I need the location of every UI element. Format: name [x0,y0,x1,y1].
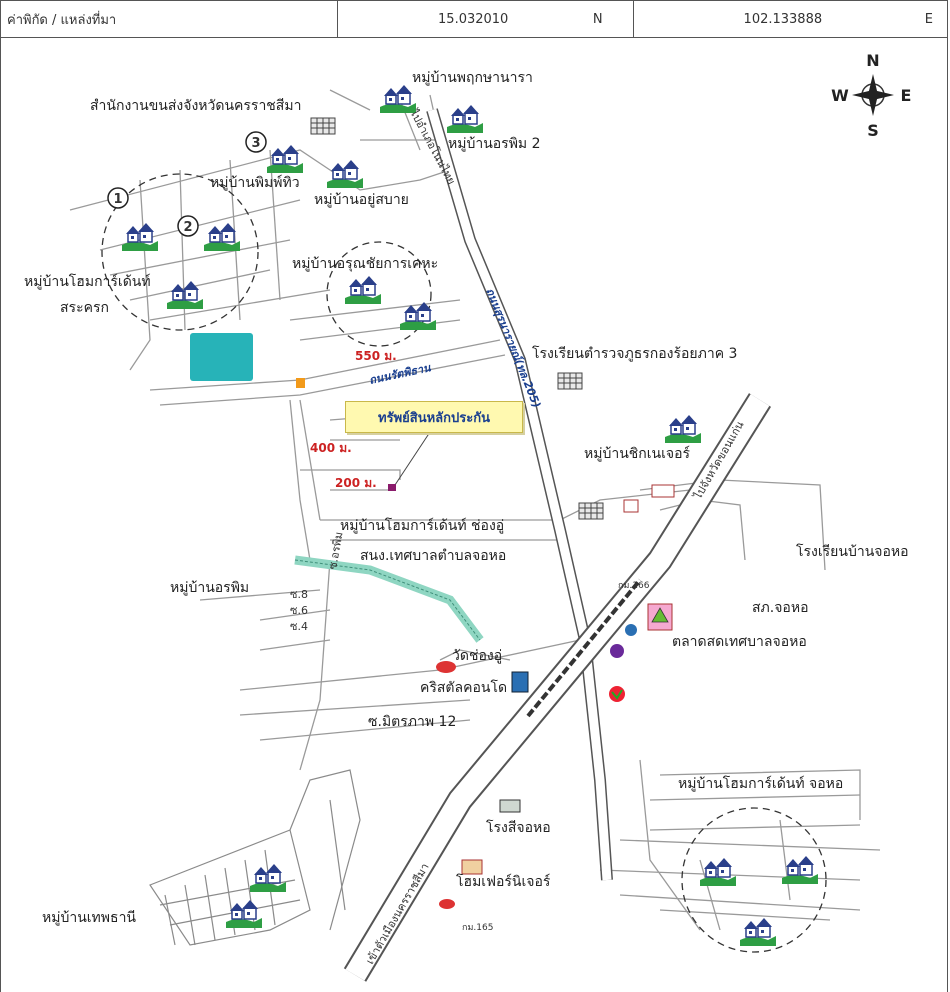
label-school-jh: โรงเรียนบ้านจอหอ [796,543,909,560]
building-icons [296,117,675,909]
label-transport-office: สำนักงานขนส่งจังหวัดนครราชสีมา [90,98,301,114]
label-soi-mitr: ซ.มิตรภาพ 12 [368,714,456,730]
gas-station-icon [609,686,625,702]
label-village-tepthani: หมู่บ้านเทพธานี [42,910,136,926]
label-village-pruksa: หมู่บ้านพฤกษานารา [412,70,533,86]
label-village-pimon: หมู่บ้านพิมพ์ทิว [210,174,300,191]
label-distance-550: 550 ม. [355,349,397,363]
school-icon [651,484,675,498]
canal [294,555,484,643]
label-km-166: กม.166 [618,581,650,591]
map-frame [0,38,948,992]
label-police-jh: สภ.จอหอ [752,600,808,616]
label-distance-200: 200 ม. [335,476,377,490]
label-distance-400: 400 ม. [310,441,352,455]
label-km-165: กม.165 [462,923,493,933]
latitude-direction: N [592,11,603,27]
label-soi-8: ซ.8 [290,588,308,601]
label-village-orapim2: หมู่บ้านอรพิม 2 [448,136,541,152]
house-icons [121,84,819,947]
label-municipal-office: สนง.เทศบาลตำบลจอหอ [360,548,506,564]
label-village-arun: หมู่บ้านอรุณชัยการเคหะ [292,256,438,272]
label-condo: คริสตัลคอนโด [420,679,507,696]
highway-205 [426,108,613,881]
compass-rose: N S E W [831,51,911,140]
header-label: ค่าพิกัด / แหล่งที่มา [1,1,339,37]
latitude-value: 15.032010 [438,11,509,27]
longitude-direction: E [924,11,933,27]
label-soi-4: ซ.4 [290,620,308,633]
label-village-orapim: หมู่บ้านอรพิม [170,580,249,596]
label-village-yoosabai: หมู่บ้านอยู่สบาย [314,192,409,208]
municipal-office-icon [623,499,639,513]
label-road-to-nakhon: เข้าตัวเมืองนครราชสีมา [363,861,431,966]
latitude-cell: 15.032010 N [338,1,634,37]
longitude-cell: 102.133888 E [634,1,947,37]
store-icon [296,378,305,388]
mill-icon [499,799,521,813]
label-police-school: โรงเรียนตำรวจภูธรกองร้อยภาค 3 [532,345,737,362]
label-rice-mill: โรงสีจอหอ [486,819,551,836]
label-village-signature: หมู่บ้านชิกเนเจอร์ [584,445,691,462]
label-furniture: โฮมเฟอร์นิเจอร์ [456,873,551,890]
label-soi-orapim: ซ.อรพิม [326,531,345,571]
longitude-value: 102.133888 [743,11,823,27]
compass-w: W [831,86,849,105]
coordinate-header: ค่าพิกัด / แหล่งที่มา 15.032010 N 102.13… [0,0,948,38]
marker-1: 1 [113,192,122,207]
collateral-callout: ทรัพย์สินหลักประกัน [345,401,523,433]
cluster-circles [101,173,827,953]
numbered-markers: 1 2 3 [107,131,267,237]
marker-2: 2 [183,220,192,235]
label-sakrok: สระครก [60,300,109,316]
property-marker [388,484,396,491]
temple-icon [436,661,456,673]
condo-icon [511,671,529,693]
label-soi-6: ซ.6 [290,604,308,617]
gas-station-2-icon [439,899,455,909]
label-village-homegarden-jh: หมู่บ้านโฮมการ์เด้นท์ จอหอ [678,775,843,792]
compass-s: S [867,121,879,140]
furniture-shop-icon [461,859,483,875]
label-village-homegarden-cy: หมู่บ้านโฮมการ์เด้นท์ ช่องอู่ [340,517,504,534]
tepthani-estate [149,769,361,946]
pond [190,333,253,381]
compass-n: N [866,51,879,70]
marker-3: 3 [251,136,260,151]
label-village-homegarden-sk: หมู่บ้านโฮมการ์เด้นท์ [24,273,151,290]
compass-e: E [901,86,912,105]
label-temple: วัดช่องอู่ [452,648,502,664]
bank-icon [610,644,624,658]
highway-mittraphap [343,393,772,982]
callout-pointer [392,431,431,489]
police-icon [625,624,637,636]
label-market: ตลาดสดเทศบาลจอหอ [672,634,807,650]
